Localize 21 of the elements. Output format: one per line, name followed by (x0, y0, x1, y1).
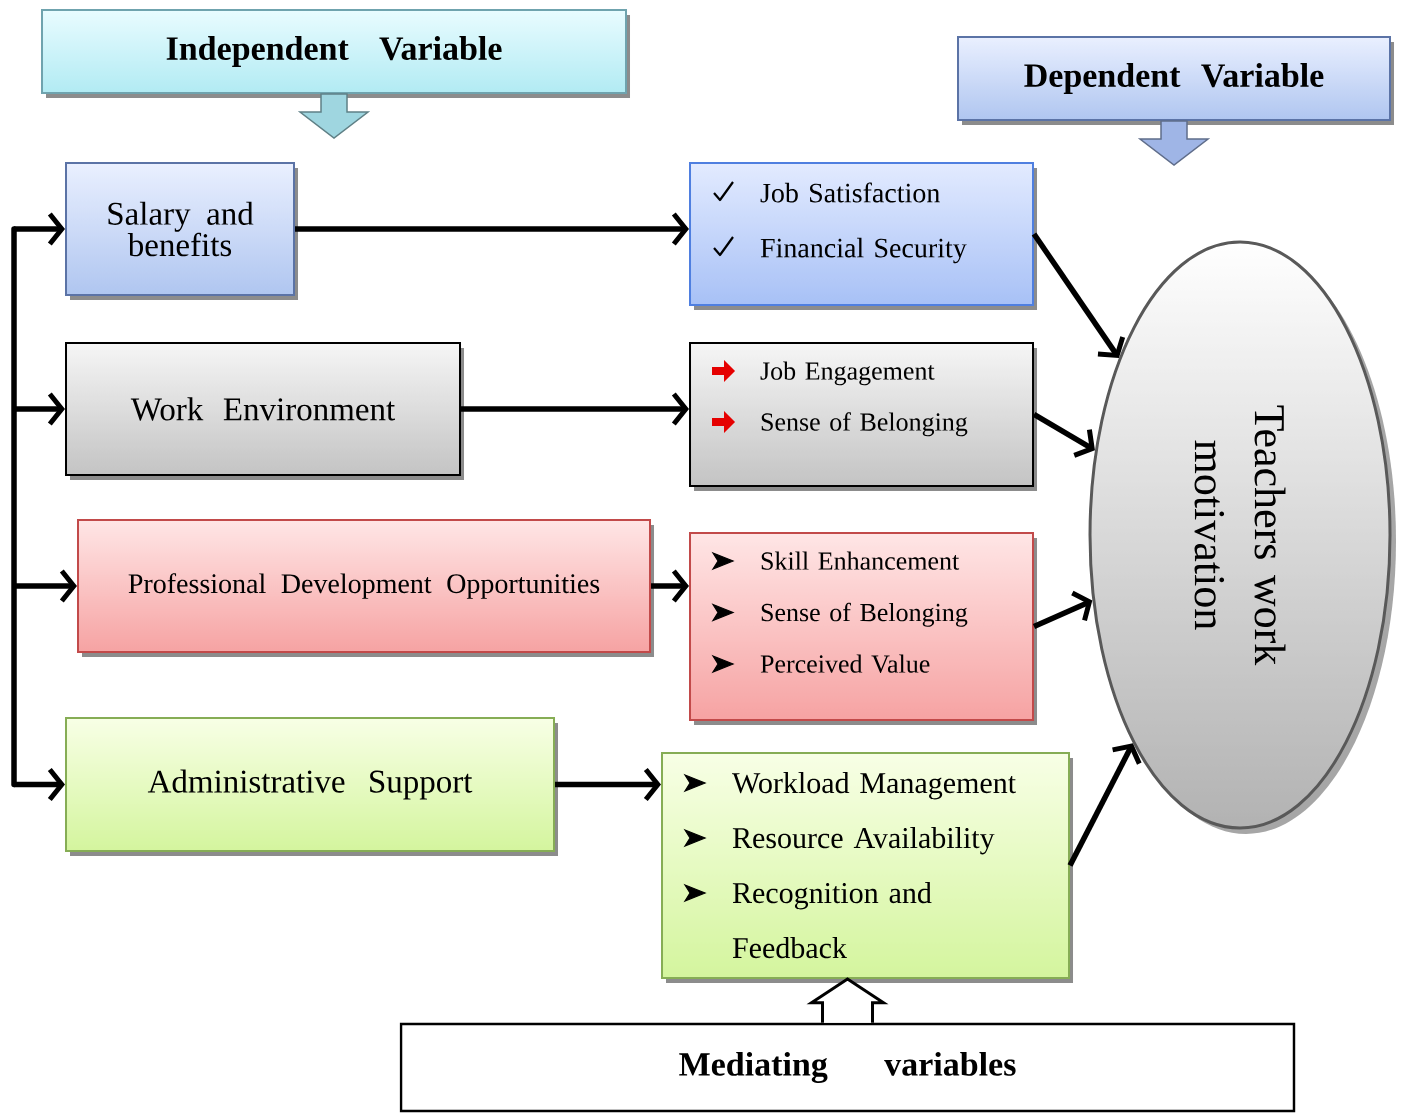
arrow (1032, 412, 1095, 458)
block-arrow (1137, 120, 1211, 166)
label-box: Mediating variables (399, 1022, 1296, 1113)
connector-line (11, 226, 17, 788)
variable-box: Work Environment (65, 342, 464, 480)
block-arrow (297, 93, 371, 139)
heading-box: Independent Variable (41, 9, 630, 98)
list-box: Workload Management Resource Availability Recognition and Feedback (661, 752, 1073, 983)
variable-box: Salary and benefits (65, 162, 298, 300)
arrow (461, 392, 689, 426)
list-box: Job Satisfaction Financial Security (689, 162, 1037, 310)
arrow (1067, 743, 1142, 867)
arrow (295, 212, 689, 246)
list-box: Job Engagement Sense of Belonging (689, 342, 1037, 491)
arrow (1031, 232, 1126, 359)
block-arrow (806, 977, 889, 1025)
variable-box: Professional Development Opportunities (77, 519, 654, 657)
variable-box: Administrative Support (65, 717, 558, 856)
list-box: Skill Enhancement Sense of Belonging Perceived Value (689, 532, 1037, 725)
heading-box: Dependent Variable (957, 36, 1394, 125)
arrow (555, 767, 661, 802)
